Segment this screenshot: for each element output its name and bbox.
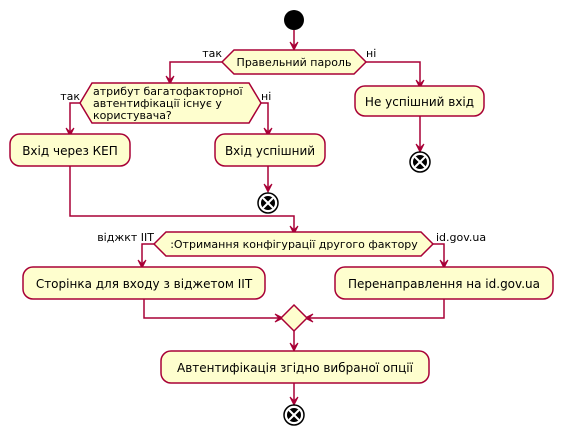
- decision-factor-right-label: id.gov.ua: [436, 231, 486, 244]
- decision-mfa-line-1: атрибут багатофакторної: [93, 85, 243, 98]
- decision-factor-label: :Отримання конфігурації другого фактору: [170, 238, 418, 251]
- merge-node: [279, 303, 309, 333]
- widget-page-label: Сторінка для входу з віджетом IIT: [36, 277, 253, 291]
- not-success-label: Не успішний вхід: [365, 95, 474, 109]
- login-kep-label: Вхід через КЕП: [22, 144, 118, 158]
- decision-mfa-no-label: ні: [261, 90, 271, 103]
- auth-option-activity: [160, 350, 430, 384]
- start-node: [284, 10, 304, 30]
- end-node-1: [409, 151, 431, 173]
- decision-mfa-line-2: автентифікації існує у: [93, 97, 222, 110]
- end-node-3: [283, 404, 305, 426]
- decision-password-no-label: ні: [366, 47, 376, 60]
- decision-password-label: Правельний пароль: [237, 56, 352, 69]
- redirect-label: Перенаправлення на id.gov.ua: [348, 277, 540, 291]
- auth-option-label: Автентифікація згідно вибраної опції: [177, 361, 414, 375]
- decision-password-yes-label: так: [202, 47, 222, 60]
- end-node-2: [257, 192, 279, 214]
- decision-mfa-line-3: користувача?: [93, 109, 172, 122]
- decision-mfa-yes-label: так: [60, 90, 80, 103]
- login-success-activity: [214, 133, 326, 167]
- login-success-label: Вхід успішний: [225, 144, 315, 158]
- decision-factor-left-label: віджкт IIT: [97, 231, 154, 244]
